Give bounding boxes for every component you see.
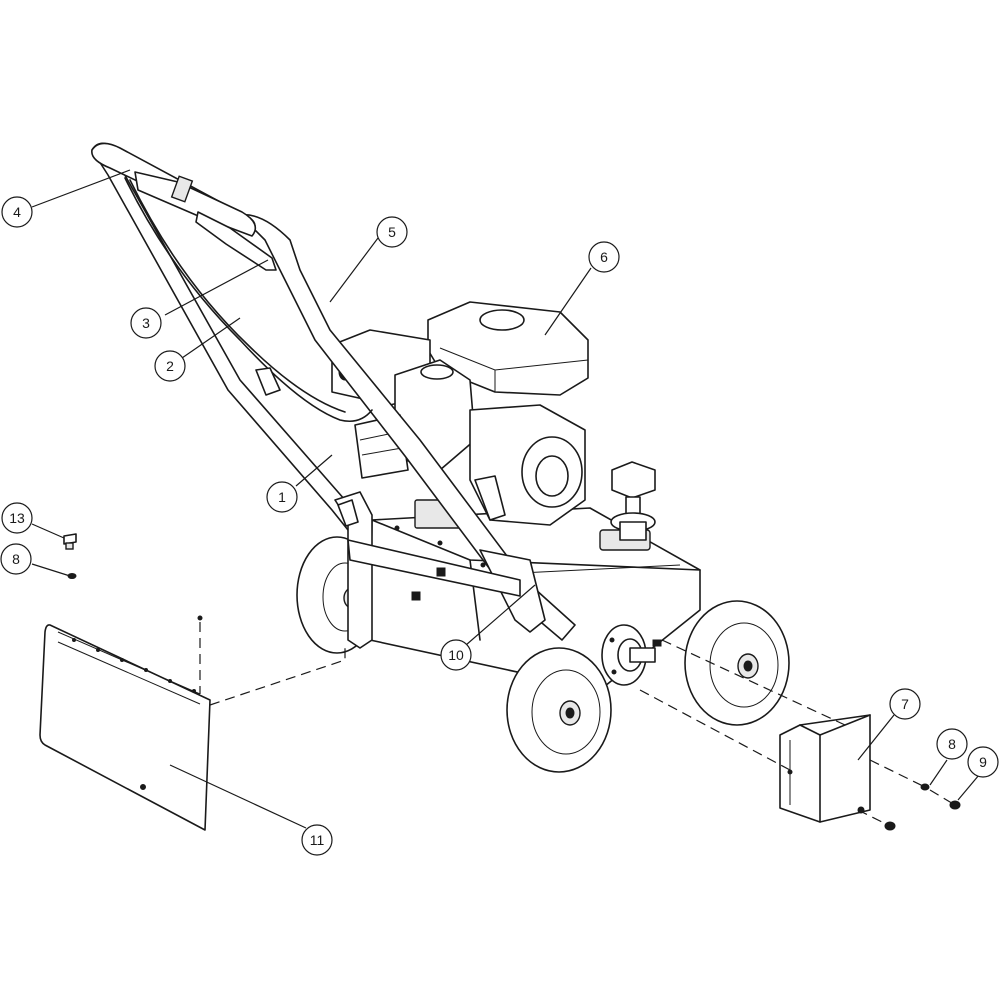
handle-frame [91,142,576,649]
callout-1-label: 1 [278,489,286,505]
callout-9: 9 [967,746,999,778]
callout-10-label: 10 [448,647,464,663]
control-lever [195,211,277,271]
hardware-bolt-9 [949,800,961,810]
callout-6: 6 [588,241,620,273]
front-left-wheel [506,647,612,773]
callout-9-label: 9 [979,754,987,770]
callout-7: 7 [889,688,921,720]
callout-2-label: 2 [166,358,174,374]
depth-adjust-knob [610,461,656,541]
callout-5: 5 [376,216,408,248]
hardware-bolt-13 [63,533,77,550]
flap-plate [39,615,211,831]
callout-3-label: 3 [142,315,150,331]
belt-guard-cover [779,714,871,823]
callout-8-right-label: 8 [948,736,956,752]
callout-4: 4 [1,196,33,228]
callout-13-label: 13 [9,510,25,526]
shaft-hub [601,624,662,686]
front-right-wheel [684,600,790,726]
fuel-cap [479,309,525,331]
callout-3: 3 [130,307,162,339]
fuel-tank [427,301,589,396]
callout-7-label: 7 [901,696,909,712]
callout-2: 2 [154,350,186,382]
callout-leaders [31,169,980,829]
hardware-washer-8-left [67,573,77,579]
callout-8-right: 8 [936,728,968,760]
throttle-cable [124,177,373,423]
hardware-washer-8-right [920,783,930,791]
assembly-lines [209,639,956,827]
callout-6-label: 6 [600,249,608,265]
callout-4-label: 4 [13,204,21,220]
callout-11-label: 11 [310,832,325,848]
callout-11: 11 [301,824,333,856]
callout-5-label: 5 [388,224,396,240]
callout-1: 1 [266,481,298,513]
callout-8-left-label: 8 [12,551,20,567]
callout-13: 13 [1,502,33,534]
callout-10: 10 [440,639,472,671]
callout-8-left: 8 [0,543,32,575]
